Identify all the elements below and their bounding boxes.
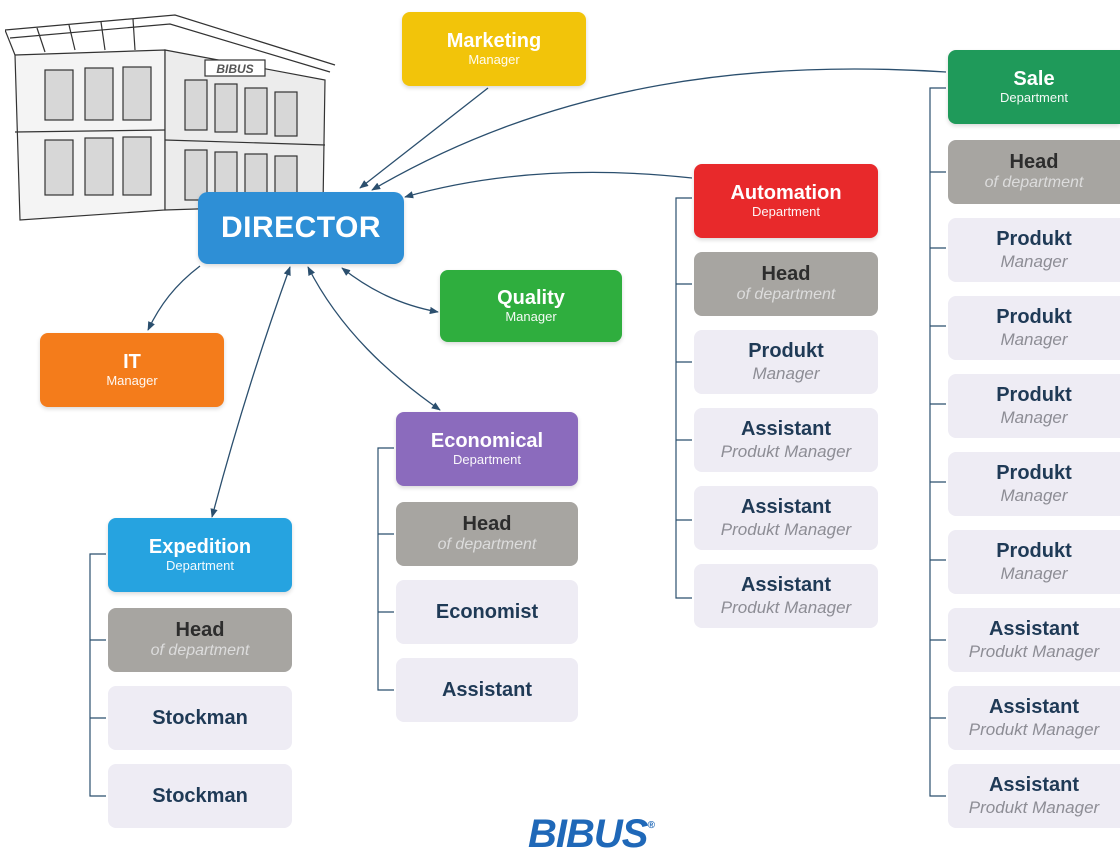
economical-assistant-box[interactable]: Assistant: [396, 658, 578, 722]
sale-title: Sale: [1013, 68, 1055, 90]
economical-assistant-title: Assistant: [441, 678, 533, 701]
expedition-title: Expedition: [148, 536, 252, 558]
automation-member-subtitle: Produkt Manager: [720, 598, 852, 617]
sale-member-title: Assistant: [988, 696, 1080, 718]
bracket-economical: [377, 447, 394, 691]
link-it: [147, 265, 201, 331]
sale-member-box[interactable]: Assistant Produkt Manager: [948, 764, 1120, 828]
quality-subtitle: Manager: [505, 309, 557, 324]
automation-member-title: Assistant: [740, 496, 832, 518]
sale-head-subtitle: of department: [984, 174, 1084, 191]
link-sale: [371, 68, 947, 191]
economical-head-title: Head: [462, 513, 512, 535]
economical-head-subtitle: of department: [437, 536, 537, 553]
it-box[interactable]: IT Manager: [40, 333, 224, 407]
bracket-automation: [675, 197, 692, 599]
bibus-logo: BIBUS®: [528, 812, 655, 857]
automation-box[interactable]: Automation Department: [694, 164, 878, 238]
automation-member-title: Assistant: [740, 574, 832, 596]
automation-member-subtitle: Manager: [752, 364, 820, 383]
bracket-expedition: [89, 553, 106, 797]
link-expedition: [210, 266, 291, 518]
sale-box[interactable]: Sale Department: [948, 50, 1120, 124]
economical-title: Economical: [430, 430, 544, 452]
economical-economist-title: Economist: [435, 600, 539, 623]
quality-title: Quality: [497, 287, 565, 309]
economical-subtitle: Department: [453, 452, 521, 467]
expedition-head-title: Head: [175, 619, 225, 641]
it-subtitle: Manager: [106, 373, 158, 388]
sale-member-subtitle: Manager: [1000, 486, 1068, 505]
sale-member-subtitle: Manager: [1000, 564, 1068, 583]
it-title: IT: [123, 351, 141, 373]
sale-member-box[interactable]: Assistant Produkt Manager: [948, 608, 1120, 672]
automation-member-title: Assistant: [740, 418, 832, 440]
link-quality: [341, 267, 439, 315]
bracket-sale: [929, 87, 946, 797]
sale-member-box[interactable]: Assistant Produkt Manager: [948, 686, 1120, 750]
sale-subtitle: Department: [1000, 90, 1068, 105]
automation-head-title: Head: [761, 263, 811, 285]
sale-member-title: Produkt: [996, 462, 1072, 484]
economical-economist-box[interactable]: Economist: [396, 580, 578, 644]
automation-member-subtitle: Produkt Manager: [720, 442, 852, 461]
expedition-stockman-box[interactable]: Stockman: [108, 764, 292, 828]
expedition-stockman-box[interactable]: Stockman: [108, 686, 292, 750]
expedition-stockman-title: Stockman: [152, 784, 248, 807]
sale-member-title: Produkt: [996, 540, 1072, 562]
sale-head-title: Head: [1009, 151, 1059, 173]
expedition-head-subtitle: of department: [150, 642, 250, 659]
sale-member-title: Assistant: [988, 774, 1080, 796]
marketing-title: Marketing: [446, 30, 542, 52]
sale-member-box[interactable]: Produkt Manager: [948, 452, 1120, 516]
expedition-subtitle: Department: [166, 558, 234, 573]
automation-member-box[interactable]: Assistant Produkt Manager: [694, 564, 878, 628]
registered-mark: ®: [647, 820, 654, 831]
sale-member-title: Produkt: [996, 228, 1072, 250]
automation-head-subtitle: of department: [736, 286, 836, 303]
marketing-box[interactable]: Marketing Manager: [402, 12, 586, 86]
quality-box[interactable]: Quality Manager: [440, 270, 622, 342]
sale-member-subtitle: Manager: [1000, 330, 1068, 349]
building-illustration: BIBUS: [5, 14, 336, 221]
sale-head-box[interactable]: Head of department: [948, 140, 1120, 204]
sale-member-title: Produkt: [996, 384, 1072, 406]
sale-member-subtitle: Manager: [1000, 252, 1068, 271]
sale-member-box[interactable]: Produkt Manager: [948, 218, 1120, 282]
automation-member-box[interactable]: Assistant Produkt Manager: [694, 408, 878, 472]
sale-member-subtitle: Produkt Manager: [968, 642, 1100, 661]
link-marketing: [359, 87, 489, 189]
sale-member-title: Assistant: [988, 618, 1080, 640]
automation-member-box[interactable]: Assistant Produkt Manager: [694, 486, 878, 550]
link-economical: [307, 266, 441, 411]
automation-head-box[interactable]: Head of department: [694, 252, 878, 316]
expedition-head-box[interactable]: Head of department: [108, 608, 292, 672]
expedition-box[interactable]: Expedition Department: [108, 518, 292, 592]
marketing-subtitle: Manager: [468, 52, 520, 67]
automation-member-subtitle: Produkt Manager: [720, 520, 852, 539]
automation-member-title: Produkt: [748, 340, 824, 362]
economical-box[interactable]: Economical Department: [396, 412, 578, 486]
sale-member-subtitle: Produkt Manager: [968, 720, 1100, 739]
automation-title: Automation: [730, 182, 842, 204]
building-sign: BIBUS: [216, 62, 253, 76]
automation-subtitle: Department: [752, 204, 820, 219]
logo-text: BIBUS: [528, 812, 648, 856]
automation-member-box[interactable]: Produkt Manager: [694, 330, 878, 394]
sale-member-box[interactable]: Produkt Manager: [948, 296, 1120, 360]
sale-member-subtitle: Produkt Manager: [968, 798, 1100, 817]
director-title: DIRECTOR: [220, 211, 382, 244]
economical-head-box[interactable]: Head of department: [396, 502, 578, 566]
sale-member-title: Produkt: [996, 306, 1072, 328]
link-automation: [404, 171, 693, 199]
director-box[interactable]: DIRECTOR: [198, 192, 404, 264]
sale-member-box[interactable]: Produkt Manager: [948, 374, 1120, 438]
expedition-stockman-title: Stockman: [152, 706, 248, 729]
sale-member-subtitle: Manager: [1000, 408, 1068, 427]
sale-member-box[interactable]: Produkt Manager: [948, 530, 1120, 594]
